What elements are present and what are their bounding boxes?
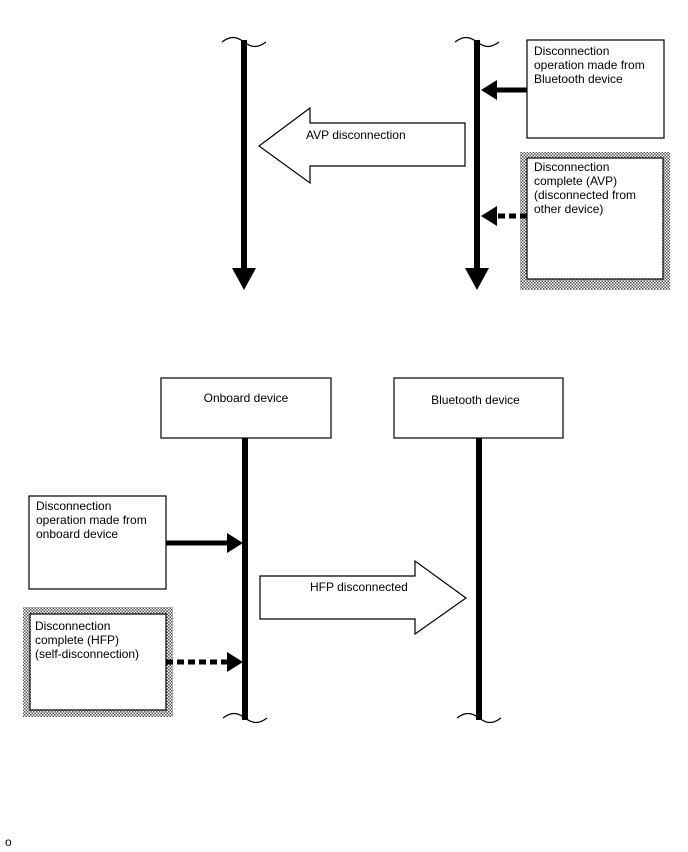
operation-box-top: [526, 39, 665, 139]
operation-box-bottom: [28, 495, 167, 590]
lifeline-break-mark: [222, 712, 268, 724]
complete-arrowhead-top: [481, 206, 497, 226]
avp-disconnection-arrow: [257, 106, 466, 185]
complete-box-bottom: [29, 613, 167, 711]
complete-box-top: [526, 157, 664, 280]
hfp-disconnected-label: HFP disconnected: [310, 580, 408, 594]
footer-mark: o: [5, 835, 12, 849]
lifeline-arrowhead: [232, 268, 256, 290]
operation-box-bottom-text: Disconnection operation made from onboar…: [36, 499, 147, 541]
operation-arrowhead-bottom: [227, 533, 243, 553]
lifeline-arrowhead: [465, 268, 489, 290]
lifeline-break-mark: [456, 712, 502, 724]
bluetooth-device-box: [393, 377, 564, 439]
complete-box-bottom-text: Disconnection complete (HFP) (self-disco…: [35, 619, 140, 661]
complete-arrowhead-bottom: [227, 652, 243, 672]
avp-disconnection-label: AVP disconnection: [306, 128, 406, 142]
operation-box-top-text: Disconnection operation made from Blueto…: [534, 44, 645, 86]
onboard-device-label: Onboard device: [203, 391, 289, 405]
hfp-disconnected-arrow: [259, 559, 468, 636]
operation-arrowhead-top: [481, 80, 497, 100]
onboard-device-box: [160, 377, 332, 439]
complete-box-top-text: Disconnection complete (AVP) (disconnect…: [534, 160, 637, 216]
bluetooth-device-label: Bluetooth device: [431, 393, 520, 407]
